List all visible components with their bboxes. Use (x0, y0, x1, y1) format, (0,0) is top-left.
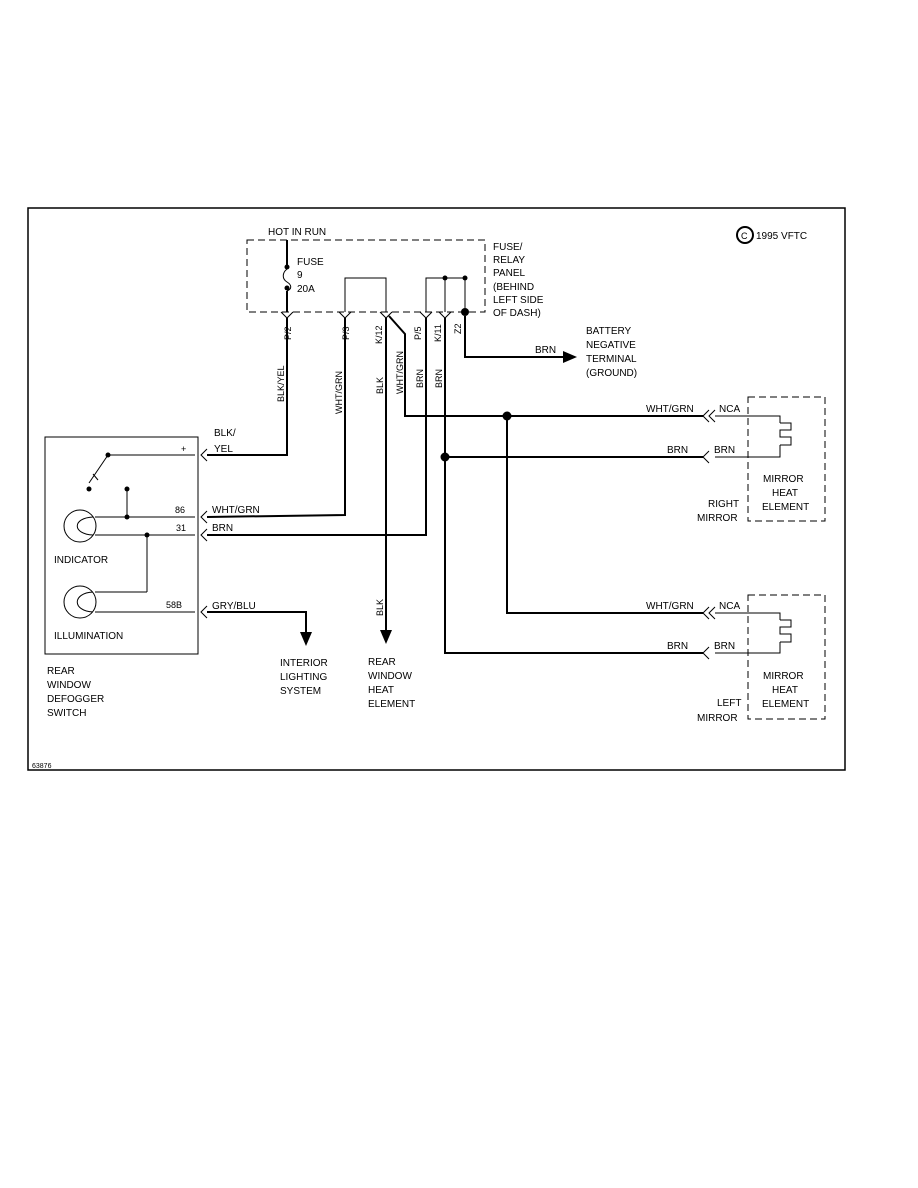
wire-label-brn-31: BRN (212, 523, 233, 534)
left-mirror-box (747, 594, 826, 720)
wire-p2-blk-yel (207, 318, 288, 456)
copyright-symbol: C (741, 231, 748, 241)
switch-internals (86, 452, 195, 613)
connector-p5: P/5 (413, 326, 423, 340)
panel-label-1: FUSE/ (493, 242, 523, 253)
fuse-number: 9 (297, 270, 303, 281)
battery-label-2: NEGATIVE (586, 340, 636, 351)
switch-label-2: WINDOW (47, 680, 91, 691)
right-mirror-heat-1: MIRROR (763, 474, 804, 485)
panel-label-3: PANEL (493, 268, 525, 279)
right-mirror-box (747, 396, 826, 522)
copyright-circle (736, 226, 754, 244)
left-mirror-heat-2: HEAT (772, 685, 798, 696)
panel-label-2: RELAY (493, 255, 525, 266)
battery-label-1: BATTERY (586, 326, 632, 337)
fuse-relay-panel-box (246, 239, 486, 313)
diagram-frame (27, 207, 846, 771)
defogger-switch-box (44, 436, 199, 655)
wire-label-wht-grn-right: WHT/GRN (646, 404, 694, 415)
panel-label-5: LEFT SIDE (493, 295, 544, 306)
battery-label-4: (GROUND) (586, 368, 637, 379)
wire-label-brn-k11: BRN (434, 369, 444, 388)
wire-label-blk-yel: BLK/YEL (276, 365, 286, 402)
wire-label-brn-left: BRN (667, 641, 688, 652)
panel-label-4: (BEHIND (493, 282, 534, 293)
wire-label-blk-yel-b: YEL (214, 444, 233, 455)
rear-window-arrow (380, 630, 392, 644)
wire-label-wht-grn-vert: WHT/GRN (334, 371, 344, 414)
connector-k12: K/12 (374, 325, 384, 344)
z2-terminal (461, 308, 469, 316)
left-mirror-heat-3: ELEMENT (762, 699, 809, 710)
jumper-p3-k12 (344, 277, 387, 312)
illumination-label: ILLUMINATION (54, 631, 123, 642)
wire-label-brn-right-2: BRN (714, 445, 735, 456)
copyright-text: 1995 VFTC (756, 231, 807, 242)
right-mirror-element-icon (715, 415, 792, 458)
wire-z2-ground (464, 316, 563, 358)
wire-label-blk-yel-a: BLK/ (214, 428, 236, 439)
connector-k11: K/11 (433, 324, 443, 342)
wire-gry-blu (207, 611, 307, 632)
connector-z2: Z2 (453, 323, 463, 334)
wire-label-wht-grn-86: WHT/GRN (212, 505, 260, 516)
fuse-9 (282, 240, 292, 312)
pin-31: 31 (176, 523, 186, 533)
wire-label-nca-right: NCA (719, 404, 740, 415)
fuse-label: FUSE (297, 257, 324, 268)
mirror-connector-chevrons (702, 409, 716, 660)
interior-label-1: INTERIOR (280, 658, 328, 669)
jumper-p5-k11-z2 (425, 277, 465, 312)
right-mirror-label-2: MIRROR (697, 513, 738, 524)
right-mirror-heat-3: ELEMENT (762, 502, 809, 513)
fuse-rating: 20A (297, 284, 315, 295)
wire-label-brn-left-2: BRN (714, 641, 735, 652)
wire-p5-brn (207, 318, 427, 536)
wire-label-brn-p5: BRN (415, 369, 425, 388)
switch-label-3: DEFOGGER (47, 694, 104, 705)
battery-ground-arrow (563, 351, 577, 363)
battery-label-3: TERMINAL (586, 354, 637, 365)
pin-plus: + (181, 444, 186, 454)
left-mirror-element-icon (715, 612, 792, 654)
indicator-lamp-icon (63, 509, 97, 543)
rear-heat-label-1: REAR (368, 657, 396, 668)
wire-wht-grn-left (506, 416, 703, 614)
wire-label-wht-grn-k12: WHT/GRN (395, 351, 405, 394)
wire-label-nca-left: NCA (719, 601, 740, 612)
switch-label-1: REAR (47, 666, 75, 677)
hot-in-run-label: HOT IN RUN (268, 227, 326, 238)
wire-label-gry-blu: GRY/BLU (212, 601, 256, 612)
switch-label-4: SWITCH (47, 708, 86, 719)
figure-id: 63876 (32, 763, 52, 770)
rear-heat-label-2: WINDOW (368, 671, 412, 682)
rear-heat-label-3: HEAT (368, 685, 394, 696)
rear-heat-label-4: ELEMENT (368, 699, 415, 710)
illumination-lamp-icon (63, 585, 97, 619)
wire-label-brn-right: BRN (667, 445, 688, 456)
wire-k12-wht-grn (388, 315, 703, 417)
indicator-label: INDICATOR (54, 555, 108, 566)
right-mirror-heat-2: HEAT (772, 488, 798, 499)
connector-chevrons (280, 311, 452, 319)
interior-label-3: SYSTEM (280, 686, 321, 697)
right-mirror-label-1: RIGHT (708, 499, 739, 510)
wire-label-wht-grn-left: WHT/GRN (646, 601, 694, 612)
left-mirror-label-2: MIRROR (697, 713, 738, 724)
pin-86: 86 (175, 505, 185, 515)
wire-label-brn-ground: BRN (535, 345, 556, 356)
interior-lighting-arrow (300, 632, 312, 646)
wire-p3-wht-grn (206, 318, 346, 518)
left-mirror-label-1: LEFT (717, 698, 741, 709)
interior-label-2: LIGHTING (280, 672, 327, 683)
left-mirror-heat-1: MIRROR (763, 671, 804, 682)
panel-label-6: OF DASH) (493, 308, 541, 319)
switch-connector-chevrons (200, 448, 208, 619)
pin-58b: 58B (166, 600, 182, 610)
wire-label-blk-vert: BLK (375, 377, 385, 394)
wire-label-blk-lower: BLK (375, 599, 385, 616)
wire-k11-brn (444, 318, 703, 654)
